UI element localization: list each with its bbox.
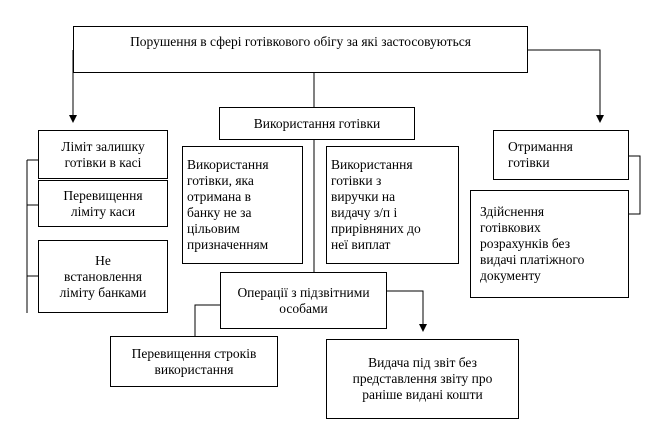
limit-excess-box: Перевищення ліміту каси [38, 180, 168, 227]
no-document-box: Здійснення готівкових розрахунків без ви… [470, 190, 629, 298]
connector-advance-to-overdue [194, 304, 220, 336]
misuse-box: Використання готівки, яка отримана в бан… [182, 146, 303, 264]
revenue-usage-box: Використання готівки з виручки на видачу… [326, 146, 459, 264]
limit-not-set-box: Не встановлення ліміту банками [38, 240, 168, 313]
receipt-box: Отримання готівки [493, 130, 629, 180]
cash-usage-box: Використання готівки [219, 107, 415, 140]
no-report-box: Видача під звіт без представлення звіту … [326, 339, 519, 419]
overdue-box: Перевищення строків використання [110, 336, 278, 387]
connector-receipt-to-document [629, 155, 641, 215]
root-box: Порушення в сфері готівкового обігу за я… [73, 26, 528, 73]
connector-advance-to-noreport [387, 290, 427, 332]
connector-root-to-receipt [528, 49, 604, 123]
advance-ops-box: Операції з підзвітними особами [220, 272, 387, 329]
limit-title-box: Ліміт залишку готівки в касі [38, 130, 168, 179]
